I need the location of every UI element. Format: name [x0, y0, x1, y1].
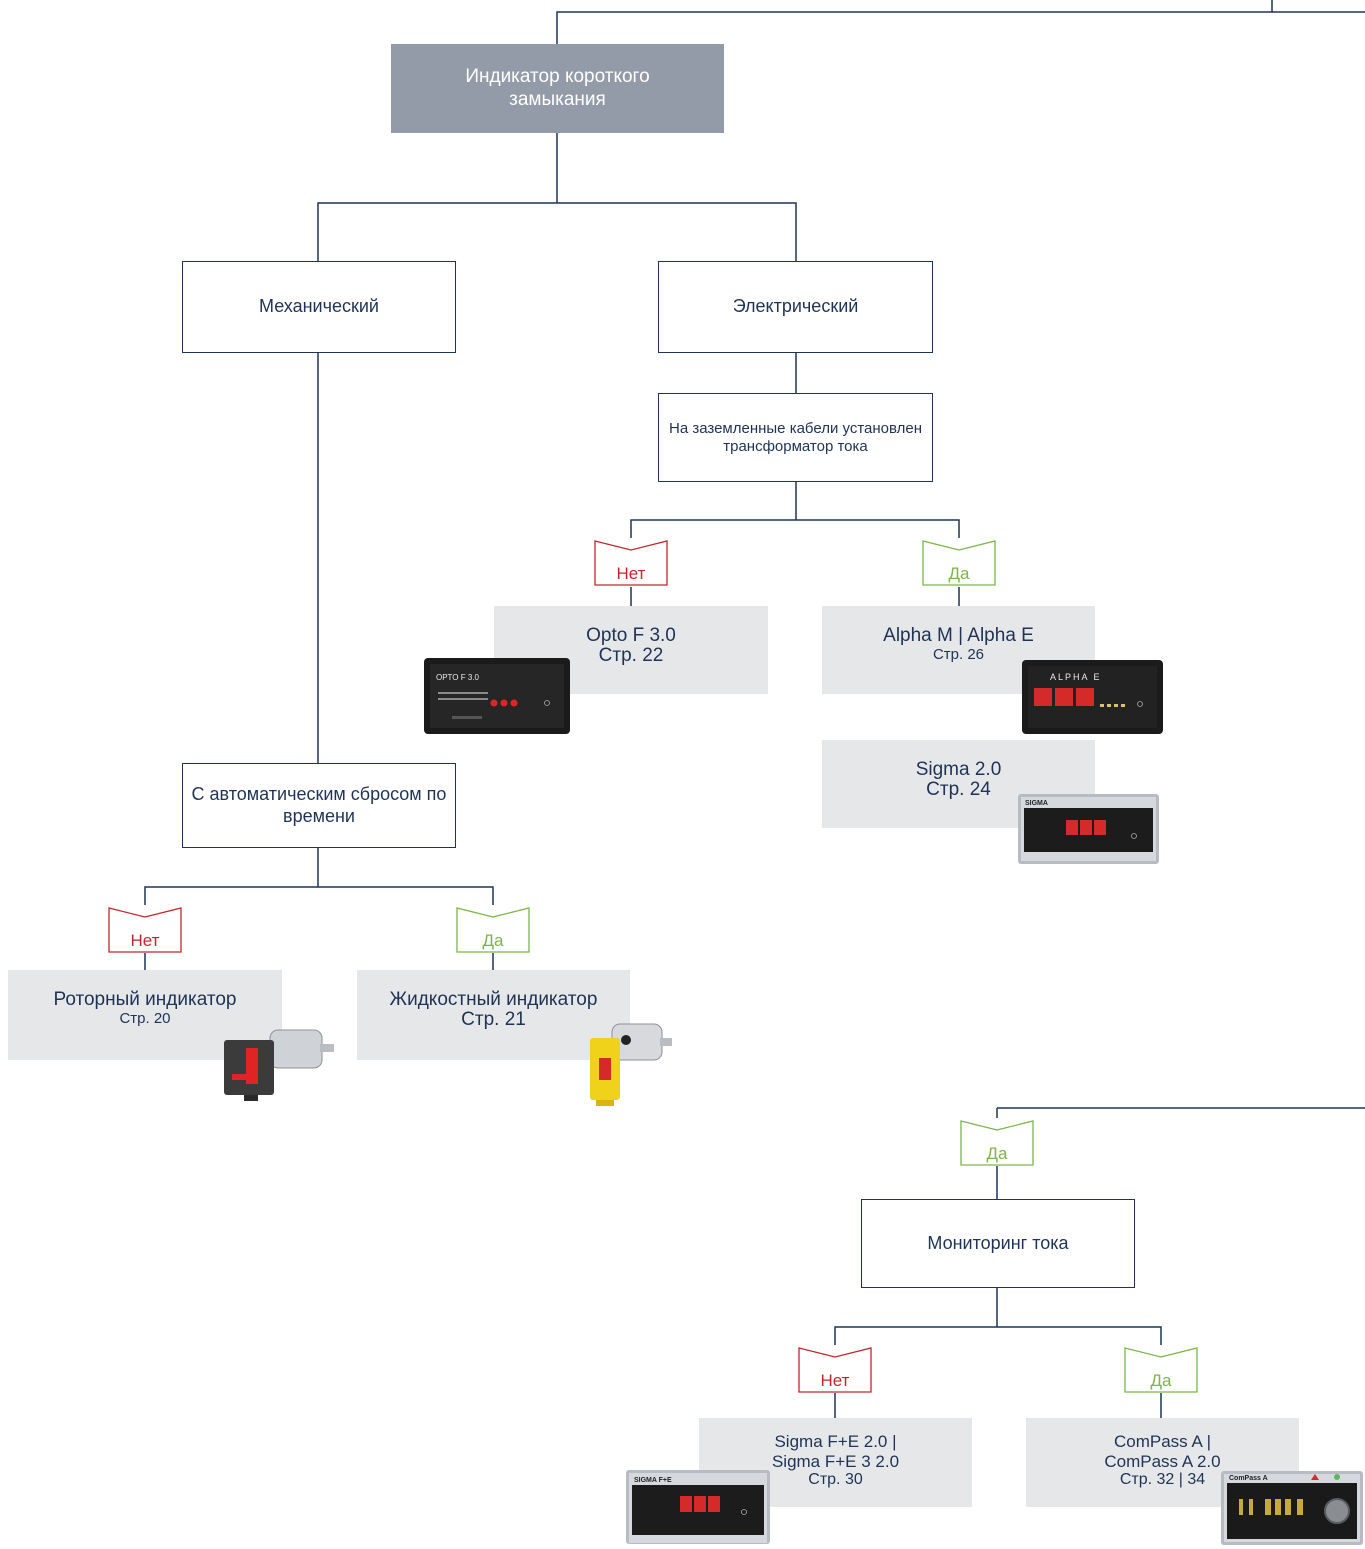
tag-shape-icon	[456, 907, 530, 953]
auto-reset-no-tag: Нет	[106, 905, 184, 955]
tag-shape-icon	[798, 1347, 872, 1393]
sigma-fe-name-2: Sigma F+E 3 2.0	[771, 1451, 900, 1471]
sigma-device-image: SIGMA	[1016, 792, 1161, 866]
opto-f-name: Opto F 3.0	[586, 625, 676, 646]
ct-no-tag: Нет	[592, 538, 670, 588]
alpha-e-device-label: ALPHA E	[1050, 672, 1102, 682]
liquid-indicator-image	[584, 1018, 674, 1108]
monitoring-no-label: Нет	[820, 1371, 850, 1390]
sigma-fe-device-label: SIGMA F+E	[634, 1477, 672, 1484]
auto-reset-label: С автоматическим сбросом по времени	[191, 783, 447, 826]
auto-reset-node: С автоматическим сбросом по времени	[182, 763, 456, 848]
sigma-page: Стр. 24	[926, 778, 991, 800]
monitoring-entry-tag: Да	[958, 1118, 1036, 1168]
opto-f-device-label: OPTO F 3.0	[436, 673, 480, 682]
monitoring-yes-label: Да	[1150, 1371, 1172, 1390]
auto-reset-yes-label: Да	[482, 931, 504, 950]
tag-shape-icon	[922, 540, 996, 586]
mechanical-node: Механический	[182, 261, 456, 353]
sigma-name: Sigma 2.0	[915, 759, 1002, 780]
tag-shape-icon	[960, 1120, 1034, 1166]
alpha-e-device-image: ALPHA E	[1020, 658, 1165, 736]
root-label: Индикатор короткого замыкания	[465, 65, 650, 110]
sigma-fe-device-image: SIGMA F+E	[624, 1468, 772, 1546]
opto-f-device-image: OPTO F 3.0	[422, 656, 572, 736]
compass-device-label: ComPass A	[1229, 1475, 1268, 1482]
auto-reset-no-label: Нет	[130, 931, 160, 950]
compass-page: Стр. 32 | 34	[1119, 1471, 1206, 1489]
liquid-product: Жидкостный индикатор Стр. 21	[357, 970, 630, 1060]
compass-name-1: ComPass A |	[1113, 1432, 1211, 1451]
compass-name-2: ComPass A 2.0	[1104, 1451, 1221, 1471]
mechanical-label: Механический	[259, 296, 379, 317]
sigma-fe-name-1: Sigma F+E 2.0 |	[774, 1432, 897, 1451]
rotor-indicator-image	[222, 1018, 337, 1103]
opto-f-page: Стр. 22	[598, 644, 664, 666]
tag-shape-icon	[594, 540, 668, 586]
tag-shape-icon	[108, 907, 182, 953]
liquid-name: Жидкостный индикатор	[389, 989, 598, 1010]
monitoring-yes-tag: Да	[1122, 1345, 1200, 1395]
alpha-page: Стр. 26	[932, 645, 985, 663]
monitoring-entry-label: Да	[986, 1144, 1008, 1163]
ct-no-label: Нет	[616, 564, 646, 583]
monitoring-no-tag: Нет	[796, 1345, 874, 1395]
rotor-page: Стр. 20	[119, 1009, 171, 1027]
ct-question-label: На заземленные кабели установлен трансфо…	[668, 419, 922, 455]
electrical-node: Электрический	[658, 261, 933, 353]
sigma-fe-page: Стр. 30	[808, 1471, 863, 1489]
ct-yes-tag: Да	[920, 538, 998, 588]
liquid-page: Стр. 21	[461, 1008, 526, 1030]
compass-device-image: ComPass A	[1219, 1469, 1365, 1547]
tag-shape-icon	[1124, 1347, 1198, 1393]
auto-reset-yes-tag: Да	[454, 905, 532, 955]
sigma-product: Sigma 2.0 Стр. 24	[822, 740, 1095, 828]
sigma-device-label: SIGMA	[1025, 800, 1048, 807]
root-node: Индикатор короткого замыкания	[391, 44, 724, 133]
alpha-name: Alpha M | Alpha E	[883, 625, 1034, 646]
ct-yes-label: Да	[948, 564, 970, 583]
rotor-name: Роторный индикатор	[53, 989, 237, 1010]
monitoring-label: Мониторинг тока	[927, 1232, 1069, 1253]
electrical-label: Электрический	[732, 296, 859, 317]
ct-question-node: На заземленные кабели установлен трансфо…	[658, 393, 933, 482]
monitoring-node: Мониторинг тока	[861, 1199, 1135, 1288]
